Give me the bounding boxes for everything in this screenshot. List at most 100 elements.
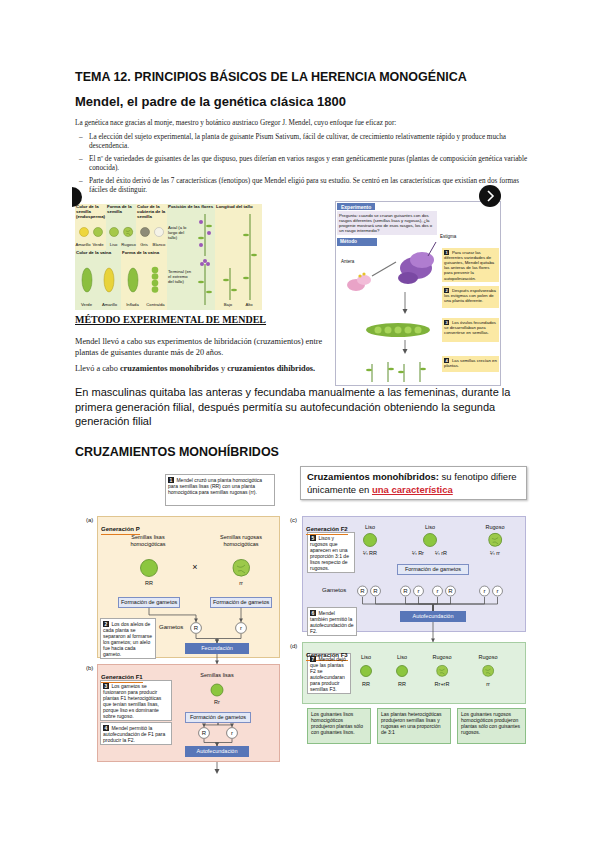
node-text: Axial (a lo largo del tallo): [168, 226, 194, 240]
callout-number: 3: [444, 320, 449, 325]
gamete-circle: R: [400, 585, 411, 597]
node-text: r: [231, 730, 233, 736]
node-text: Autofecundación: [413, 613, 454, 619]
node-text: Liso: [106, 243, 121, 248]
text-label: (c): [290, 517, 302, 524]
step-callout: 3 Los óvulos fecundados se desarrollaban…: [442, 318, 499, 342]
text-label: (b): [86, 665, 98, 672]
gamete-outline: [199, 728, 210, 739]
callout-number: 1: [168, 477, 174, 483]
process-box: Formación de gametos: [118, 597, 180, 608]
process-box: Formación de gametos: [397, 564, 469, 575]
process-box: Formación de gametos: [210, 597, 272, 608]
node-text: Mendel cruzó una planta homocigótica par…: [168, 477, 262, 495]
node-text: Autofecundación: [197, 748, 238, 754]
gamete-outline: [401, 586, 411, 596]
node-text: R: [373, 588, 377, 594]
text-label: Liso: [391, 654, 413, 661]
callout-number: 5: [310, 535, 316, 541]
node-text: Pregunta: cuando se cruzan guisantes con…: [339, 213, 432, 234]
node-text: Verde: [75, 303, 98, 308]
gamete-circle: r: [479, 585, 490, 597]
gamete-outline: [446, 586, 456, 596]
gamete-circle: R: [445, 585, 456, 597]
gamete-circle: r: [492, 585, 503, 597]
gamete-circle: R: [370, 585, 381, 597]
node-text: Forma de la semilla: [107, 205, 135, 215]
method-bar: Método: [337, 238, 377, 246]
node-text: r: [497, 588, 499, 594]
node-text: Después espolvoreaba los estigmas con po…: [444, 288, 496, 303]
text-label: Liso: [355, 654, 377, 661]
text-label: ¼ rR: [431, 550, 451, 557]
text-label: –: [79, 177, 87, 186]
node-text: Mendel también permitió la autofecundaci…: [310, 610, 354, 634]
callout-box: 2 Los dos alelos de cada planta se separ…: [100, 618, 156, 659]
node-text: Para cruzar las diferentes variedades de…: [444, 250, 494, 281]
callout-number: 2: [444, 288, 449, 293]
process-box: Autofecundación: [400, 611, 466, 622]
generation-panel: Generación F13 Los gametos se fusionaron…: [97, 664, 280, 762]
text-label: rr: [231, 580, 251, 587]
trait-cell: Forma de la vainaInfladaContraída: [121, 250, 167, 310]
process-box: Fecundación: [185, 643, 249, 654]
node-text: Formación de gametos: [190, 714, 246, 720]
node-text: Los guisantes lisos homocigóticos produj…: [311, 711, 363, 735]
text-label: Rugoso: [483, 524, 507, 531]
text-label: Rugoso: [475, 654, 501, 661]
text-label: El nº de variedades de guisantes de las …: [89, 155, 529, 173]
text-label: Rr: [207, 699, 227, 706]
node-text: Lisos y rugosos que aparecen en una prop…: [310, 535, 349, 571]
callout-number: 7: [310, 656, 316, 662]
node-text: Los dos alelos de cada planta se separar…: [103, 621, 152, 657]
node-text: Color de la semilla (endosperma): [76, 205, 105, 219]
node-text: Experimento: [337, 203, 375, 210]
text-label: La genética nace gracias al monje, maest…: [75, 119, 530, 128]
text-label: Estigma: [440, 234, 470, 239]
text-label: (d): [290, 643, 302, 650]
callout-number: 6: [310, 610, 316, 616]
callout-box: 5 Lisos y rugosos que aparecen en una pr…: [307, 532, 355, 573]
trait-cell: Color de la vainaVerdeAmarillo: [75, 250, 121, 310]
trait-cell: Color de la semilla (endosperma)Amarillo…: [75, 204, 106, 250]
node-text: Generación F1: [101, 674, 143, 683]
node-text: Inflada: [121, 303, 144, 308]
result-box: Los guisantes rugosos homocigóticos prod…: [457, 708, 526, 744]
node-text: r: [240, 625, 242, 631]
experiment-panel: ExperimentoPregunta: cuando se cruzan gu…: [335, 201, 501, 386]
trait-cell: Posición de las floresAxial (a lo largo …: [167, 204, 215, 310]
gamete-outline: [493, 586, 503, 596]
node-text: Terminal (en el extremo del tallo): [168, 270, 194, 284]
generation-panel: Generación F37 Mendel dejó que las plant…: [302, 642, 526, 704]
gamete-circle: r: [413, 585, 424, 597]
page-title: TEMA 12. PRINCIPIOS BÁSICOS DE LA HERENC…: [75, 70, 555, 85]
text-label: ¼ rr: [483, 550, 507, 557]
process-box: Autofecundación: [185, 746, 249, 757]
trait-cell: Color de la cubierta de la semillaGrisBl…: [136, 204, 167, 250]
process-box: Formación de gametos: [185, 712, 251, 723]
text-label: ¼ Rr: [408, 550, 428, 557]
node-text: Cruzamientos monohíbridos:: [307, 471, 439, 482]
title-box: Cruzamientos monohíbridos: su fenotipo d…: [300, 466, 527, 500]
continue-arrow: [217, 762, 218, 772]
node-text: Rugoso: [121, 243, 136, 248]
text-label: Mendel, el padre de la genética clásica …: [75, 94, 555, 110]
node-text: Los guisantes rugosos homocigóticos prod…: [461, 711, 520, 735]
node-text: Amarillo: [98, 303, 121, 308]
gamete-circle: r: [226, 727, 238, 739]
gamete-outline: [371, 586, 381, 596]
callout-box: 6 Mendel también permitió la autofecunda…: [307, 607, 357, 636]
node-text: Color de la vaina: [76, 251, 120, 256]
text-label: Mendel llevó a cabo sus experimentos de …: [75, 336, 333, 358]
step-callout: 2 Después espolvoreaba los estigmas con …: [442, 286, 499, 308]
node-text: Posición de las flores: [168, 205, 214, 210]
text-label: Semillas lisas homocigóticas: [117, 534, 179, 547]
node-text: Longitud del tallo: [216, 205, 261, 210]
text-label: En masculinas quitaba las anteras y fecu…: [75, 385, 533, 429]
node-text: Blanco: [151, 243, 167, 248]
callout-number: 1: [444, 250, 449, 255]
result-box: Los guisantes lisos homocigóticos produj…: [307, 708, 371, 744]
text-label: Llevó a cabo: [75, 364, 118, 373]
text-label: ¼ RR: [358, 550, 382, 557]
text-label: –: [79, 133, 87, 142]
